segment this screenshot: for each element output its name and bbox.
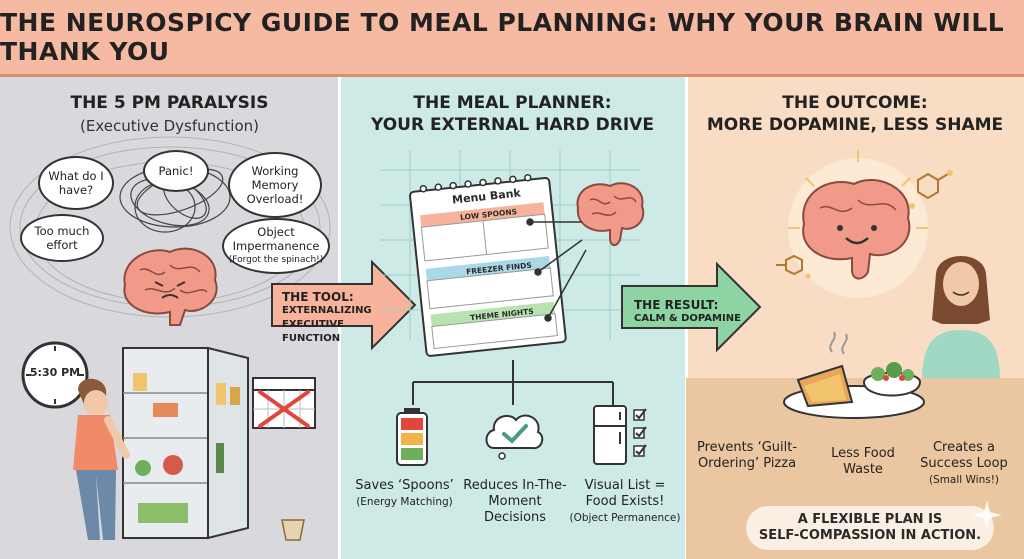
clock-time: 5:30 PM (29, 366, 81, 379)
takeout-box-icon (281, 519, 305, 541)
panel1-title: THE 5 PM PARALYSIS (70, 93, 269, 113)
benefit-success-loop-note: (Small Wins!) (928, 474, 1000, 486)
panel2-title: THE MEAL PLANNER: YOUR EXTERNAL HARD DRI… (339, 92, 686, 136)
tool-arrow-subtitle: EXTERNALIZING EXECUTIVE FUNCTION (282, 305, 372, 344)
object-impermanence-label: Object Impermanence (232, 225, 320, 253)
benefit-saves-spoons-note: (Energy Matching) (356, 496, 453, 508)
battery-icon (396, 408, 428, 466)
benefit-reduces-decisions: Reduces In-The-Moment Decisions (460, 478, 570, 526)
panel2-title-line1: THE MEAL PLANNER: (413, 93, 612, 113)
closing-banner-line2: SELF-COMPASSION IN ACTION. (758, 528, 982, 543)
dopamine-molecule-small-icon (776, 254, 811, 279)
header-banner: THE NEUROSPICY GUIDE TO MEAL PLANNING: W… (0, 0, 1024, 77)
benefit-success-loop-title: Creates a Success Loop (920, 440, 1008, 471)
panel3-title: THE OUTCOME: MORE DOPAMINE, LESS SHAME (686, 92, 1024, 136)
benefit-prevents-pizza-title: Prevents ‘Guilt-Ordering’ Pizza (696, 440, 798, 471)
benefit-success-loop: Creates a Success Loop (Small Wins!) (912, 440, 1016, 488)
panel2-title-line2: YOUR EXTERNAL HARD DRIVE (371, 115, 654, 135)
result-arrow-label: THE RESULT: CALM & DOPAMINE (634, 298, 744, 326)
benefit-less-waste: Less Food Waste (818, 446, 908, 478)
checkmark-cloud-icon (485, 414, 544, 460)
thought-bubble-what: What do I have? (38, 156, 114, 210)
fridge-checklist-icon (593, 405, 647, 465)
benefit-visual-list-note: (Object Permanence) (569, 512, 681, 524)
meal-plate-icon (783, 331, 925, 419)
benefit-visual-list-title: Visual List = Food Exists! (584, 478, 666, 509)
clock-icon (21, 341, 89, 409)
page-title: THE NEUROSPICY GUIDE TO MEAL PLANNING: W… (0, 8, 1005, 66)
connector-lines (526, 218, 587, 322)
closing-banner-line1: A FLEXIBLE PLAN IS (797, 512, 943, 527)
tool-arrow-label: THE TOOL: EXTERNALIZING EXECUTIVE FUNCTI… (282, 290, 397, 346)
panel1-subtitle: (Executive Dysfunction) (79, 117, 260, 135)
thought-bubble-object: Object Impermanence (Forgot the spinach!… (222, 218, 330, 274)
benefit-visual-list: Visual List = Food Exists! (Object Perma… (568, 478, 682, 526)
benefit-reduces-decisions-title: Reduces In-The-Moment Decisions (463, 478, 567, 525)
brain-icon (576, 182, 645, 246)
calm-person-icon (922, 256, 1000, 380)
stressed-brain-icon (123, 247, 218, 326)
sparkle-icon (972, 500, 1002, 530)
result-arrow (621, 261, 762, 353)
tired-person-icon (73, 378, 130, 540)
result-arrow-title: THE RESULT: (634, 298, 719, 312)
branch-lines (412, 360, 614, 405)
thought-bubble-panic: Panic! (143, 150, 209, 192)
dopamine-molecule-icon (909, 170, 953, 209)
panel3-title-line2: MORE DOPAMINE, LESS SHAME (706, 115, 1004, 135)
calendar-cross-icon (252, 377, 316, 429)
panel3-title-line1: THE OUTCOME: (782, 93, 928, 113)
open-fridge-icon (122, 346, 249, 540)
thought-bubble-memory: Working Memory Overload! (228, 152, 322, 218)
tool-arrow-title: THE TOOL: (282, 290, 354, 304)
object-impermanence-note: (Forgot the spinach!) (228, 255, 324, 265)
benefit-saves-spoons: Saves ‘Spoons’ (Energy Matching) (352, 478, 457, 510)
result-arrow-subtitle: CALM & DOPAMINE (634, 313, 741, 324)
thought-bubble-effort: Too much effort (20, 214, 104, 262)
benefit-prevents-pizza: Prevents ‘Guilt-Ordering’ Pizza (692, 440, 802, 472)
benefit-less-waste-title: Less Food Waste (831, 446, 895, 477)
tool-arrow (271, 259, 417, 351)
benefit-saves-spoons-title: Saves ‘Spoons’ (355, 478, 454, 493)
closing-banner: A FLEXIBLE PLAN IS SELF-COMPASSION IN AC… (746, 506, 994, 550)
happy-brain-icon (788, 150, 928, 298)
